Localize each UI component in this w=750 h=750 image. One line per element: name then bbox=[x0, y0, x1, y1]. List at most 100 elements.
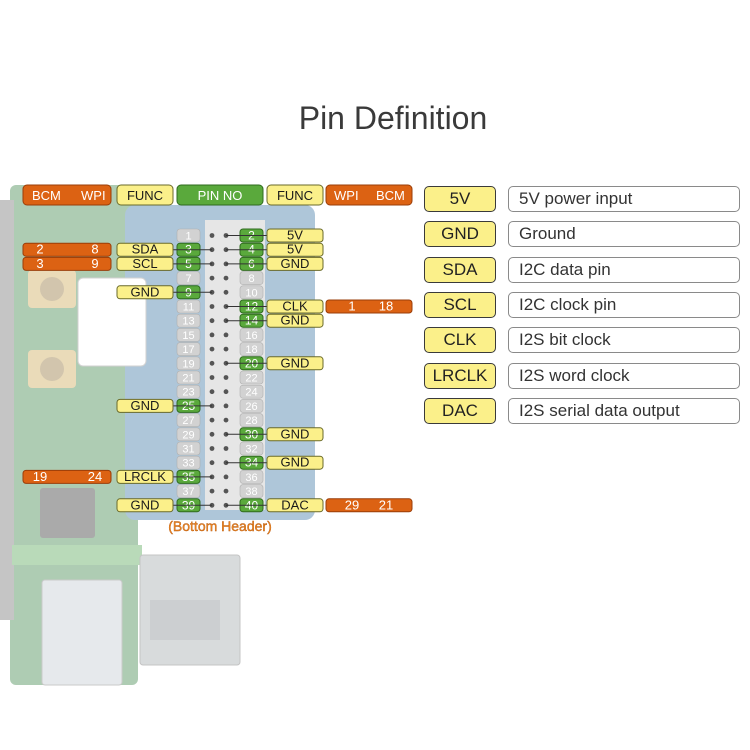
pin-number-label: 37 bbox=[182, 486, 194, 498]
right-func-20: GND bbox=[226, 355, 324, 371]
right-func-4: 5V bbox=[226, 242, 324, 257]
pin-number-label: 33 bbox=[182, 458, 194, 470]
header-pin-dot bbox=[209, 304, 215, 309]
header-pin-dot bbox=[209, 346, 215, 352]
pin-number-label: 11 bbox=[183, 302, 194, 314]
header-pin-dot bbox=[209, 332, 215, 338]
pin-15: 15 bbox=[176, 328, 201, 342]
right-func-30: GND bbox=[226, 426, 324, 442]
func-label: DAC bbox=[281, 497, 308, 512]
header-pin-dot bbox=[209, 417, 215, 423]
pin-8: 8 bbox=[239, 271, 264, 285]
legend-key: LRCLK bbox=[424, 362, 496, 389]
bottom-header-label: (Bottom Header) bbox=[168, 518, 271, 534]
header-wpi-right: WPI bbox=[334, 188, 359, 203]
func-label: GND bbox=[281, 256, 310, 271]
legend-description: I2C clock pin bbox=[508, 291, 740, 318]
left-func-3: SDA bbox=[116, 242, 212, 257]
pin-19: 19 bbox=[176, 356, 201, 370]
pin-number-label: 15 bbox=[182, 330, 194, 342]
right-func-40: DAC bbox=[226, 497, 324, 513]
pin-32: 32 bbox=[239, 441, 264, 456]
header-pin-dot bbox=[223, 332, 229, 338]
right-func-12: CLK bbox=[226, 299, 324, 314]
pin-18: 18 bbox=[239, 342, 264, 356]
func-label: GND bbox=[281, 355, 310, 370]
board-photo bbox=[0, 185, 315, 686]
header-pin-dot bbox=[209, 233, 215, 238]
pin-23: 23 bbox=[176, 384, 201, 399]
pin-number-label: 16 bbox=[245, 330, 257, 342]
left-func-5: SCL bbox=[116, 256, 212, 271]
legend-description: Ground bbox=[508, 221, 740, 248]
legend-key: DAC bbox=[424, 397, 496, 424]
left-func-39: GND bbox=[116, 497, 212, 513]
header-pin-dot bbox=[209, 389, 215, 395]
pin-number-label: 1 bbox=[185, 231, 191, 243]
bcm-number: 21 bbox=[379, 497, 393, 512]
pin-number-label: 17 bbox=[182, 344, 194, 356]
page-title: Pin Definition bbox=[298, 100, 488, 136]
pin-number-label: 26 bbox=[245, 401, 257, 413]
pin-number-label: 27 bbox=[182, 415, 194, 427]
func-label: GND bbox=[131, 497, 160, 512]
pin-28: 28 bbox=[239, 413, 264, 427]
left-func-9: GND bbox=[116, 284, 212, 300]
pin-number-label: 10 bbox=[245, 287, 257, 299]
header-pin-dot bbox=[223, 474, 229, 480]
legend-key: SDA bbox=[424, 256, 496, 283]
header-bcm-right: BCM bbox=[376, 188, 405, 203]
legend-key: GND bbox=[424, 221, 496, 248]
pin-17: 17 bbox=[176, 342, 201, 356]
pin-number-label: 38 bbox=[245, 486, 257, 498]
header-func-left bbox=[116, 184, 174, 206]
pin-number-label: 7 bbox=[185, 273, 191, 285]
pin-31: 31 bbox=[176, 441, 201, 456]
pin-7: 7 bbox=[176, 271, 201, 285]
pin-number-label: 23 bbox=[182, 387, 194, 399]
header-pin-dot bbox=[223, 488, 229, 494]
func-label: CLK bbox=[282, 299, 308, 314]
pin-number-label: 36 bbox=[245, 472, 257, 484]
header-pin-dot bbox=[223, 389, 229, 395]
pin-38: 38 bbox=[239, 484, 264, 498]
func-label: GND bbox=[281, 455, 310, 470]
func-label: SDA bbox=[132, 242, 159, 257]
header-func-right-label: FUNC bbox=[277, 188, 313, 203]
pin-number-label: 24 bbox=[245, 387, 257, 399]
legend-key: CLK bbox=[424, 327, 496, 354]
right-func-2: 5V bbox=[226, 228, 324, 243]
header-pin-dot bbox=[209, 431, 215, 437]
header-pin-dot bbox=[209, 318, 215, 324]
pin-number-label: 8 bbox=[248, 273, 254, 285]
func-label: GND bbox=[131, 398, 160, 413]
pin-number-label: 29 bbox=[182, 429, 194, 441]
header-pin-dot bbox=[223, 346, 229, 352]
pin-27: 27 bbox=[176, 413, 201, 427]
pin-24: 24 bbox=[239, 384, 264, 399]
pin-number-label: 28 bbox=[245, 415, 257, 427]
pin-36: 36 bbox=[239, 470, 264, 484]
func-label: SCL bbox=[132, 256, 157, 271]
legend-description: I2C data pin bbox=[508, 256, 740, 283]
pin-16: 16 bbox=[239, 328, 264, 342]
pin-26: 26 bbox=[239, 399, 264, 413]
bcm-number: 2 bbox=[36, 242, 43, 257]
header-pin-dot bbox=[223, 417, 229, 423]
header-pin-dot bbox=[209, 360, 215, 366]
header-bcm-left: BCM bbox=[32, 188, 61, 203]
header-pin-dot bbox=[209, 488, 215, 494]
bcm-number: 19 bbox=[33, 469, 47, 484]
legend-description: 5V power input bbox=[508, 186, 740, 212]
header-wpi-bcm-right bbox=[325, 184, 413, 206]
pin-1: 1 bbox=[176, 228, 201, 243]
pin-29: 29 bbox=[176, 427, 201, 441]
pin-11: 11 bbox=[176, 299, 201, 314]
func-label: 5V bbox=[287, 242, 303, 257]
